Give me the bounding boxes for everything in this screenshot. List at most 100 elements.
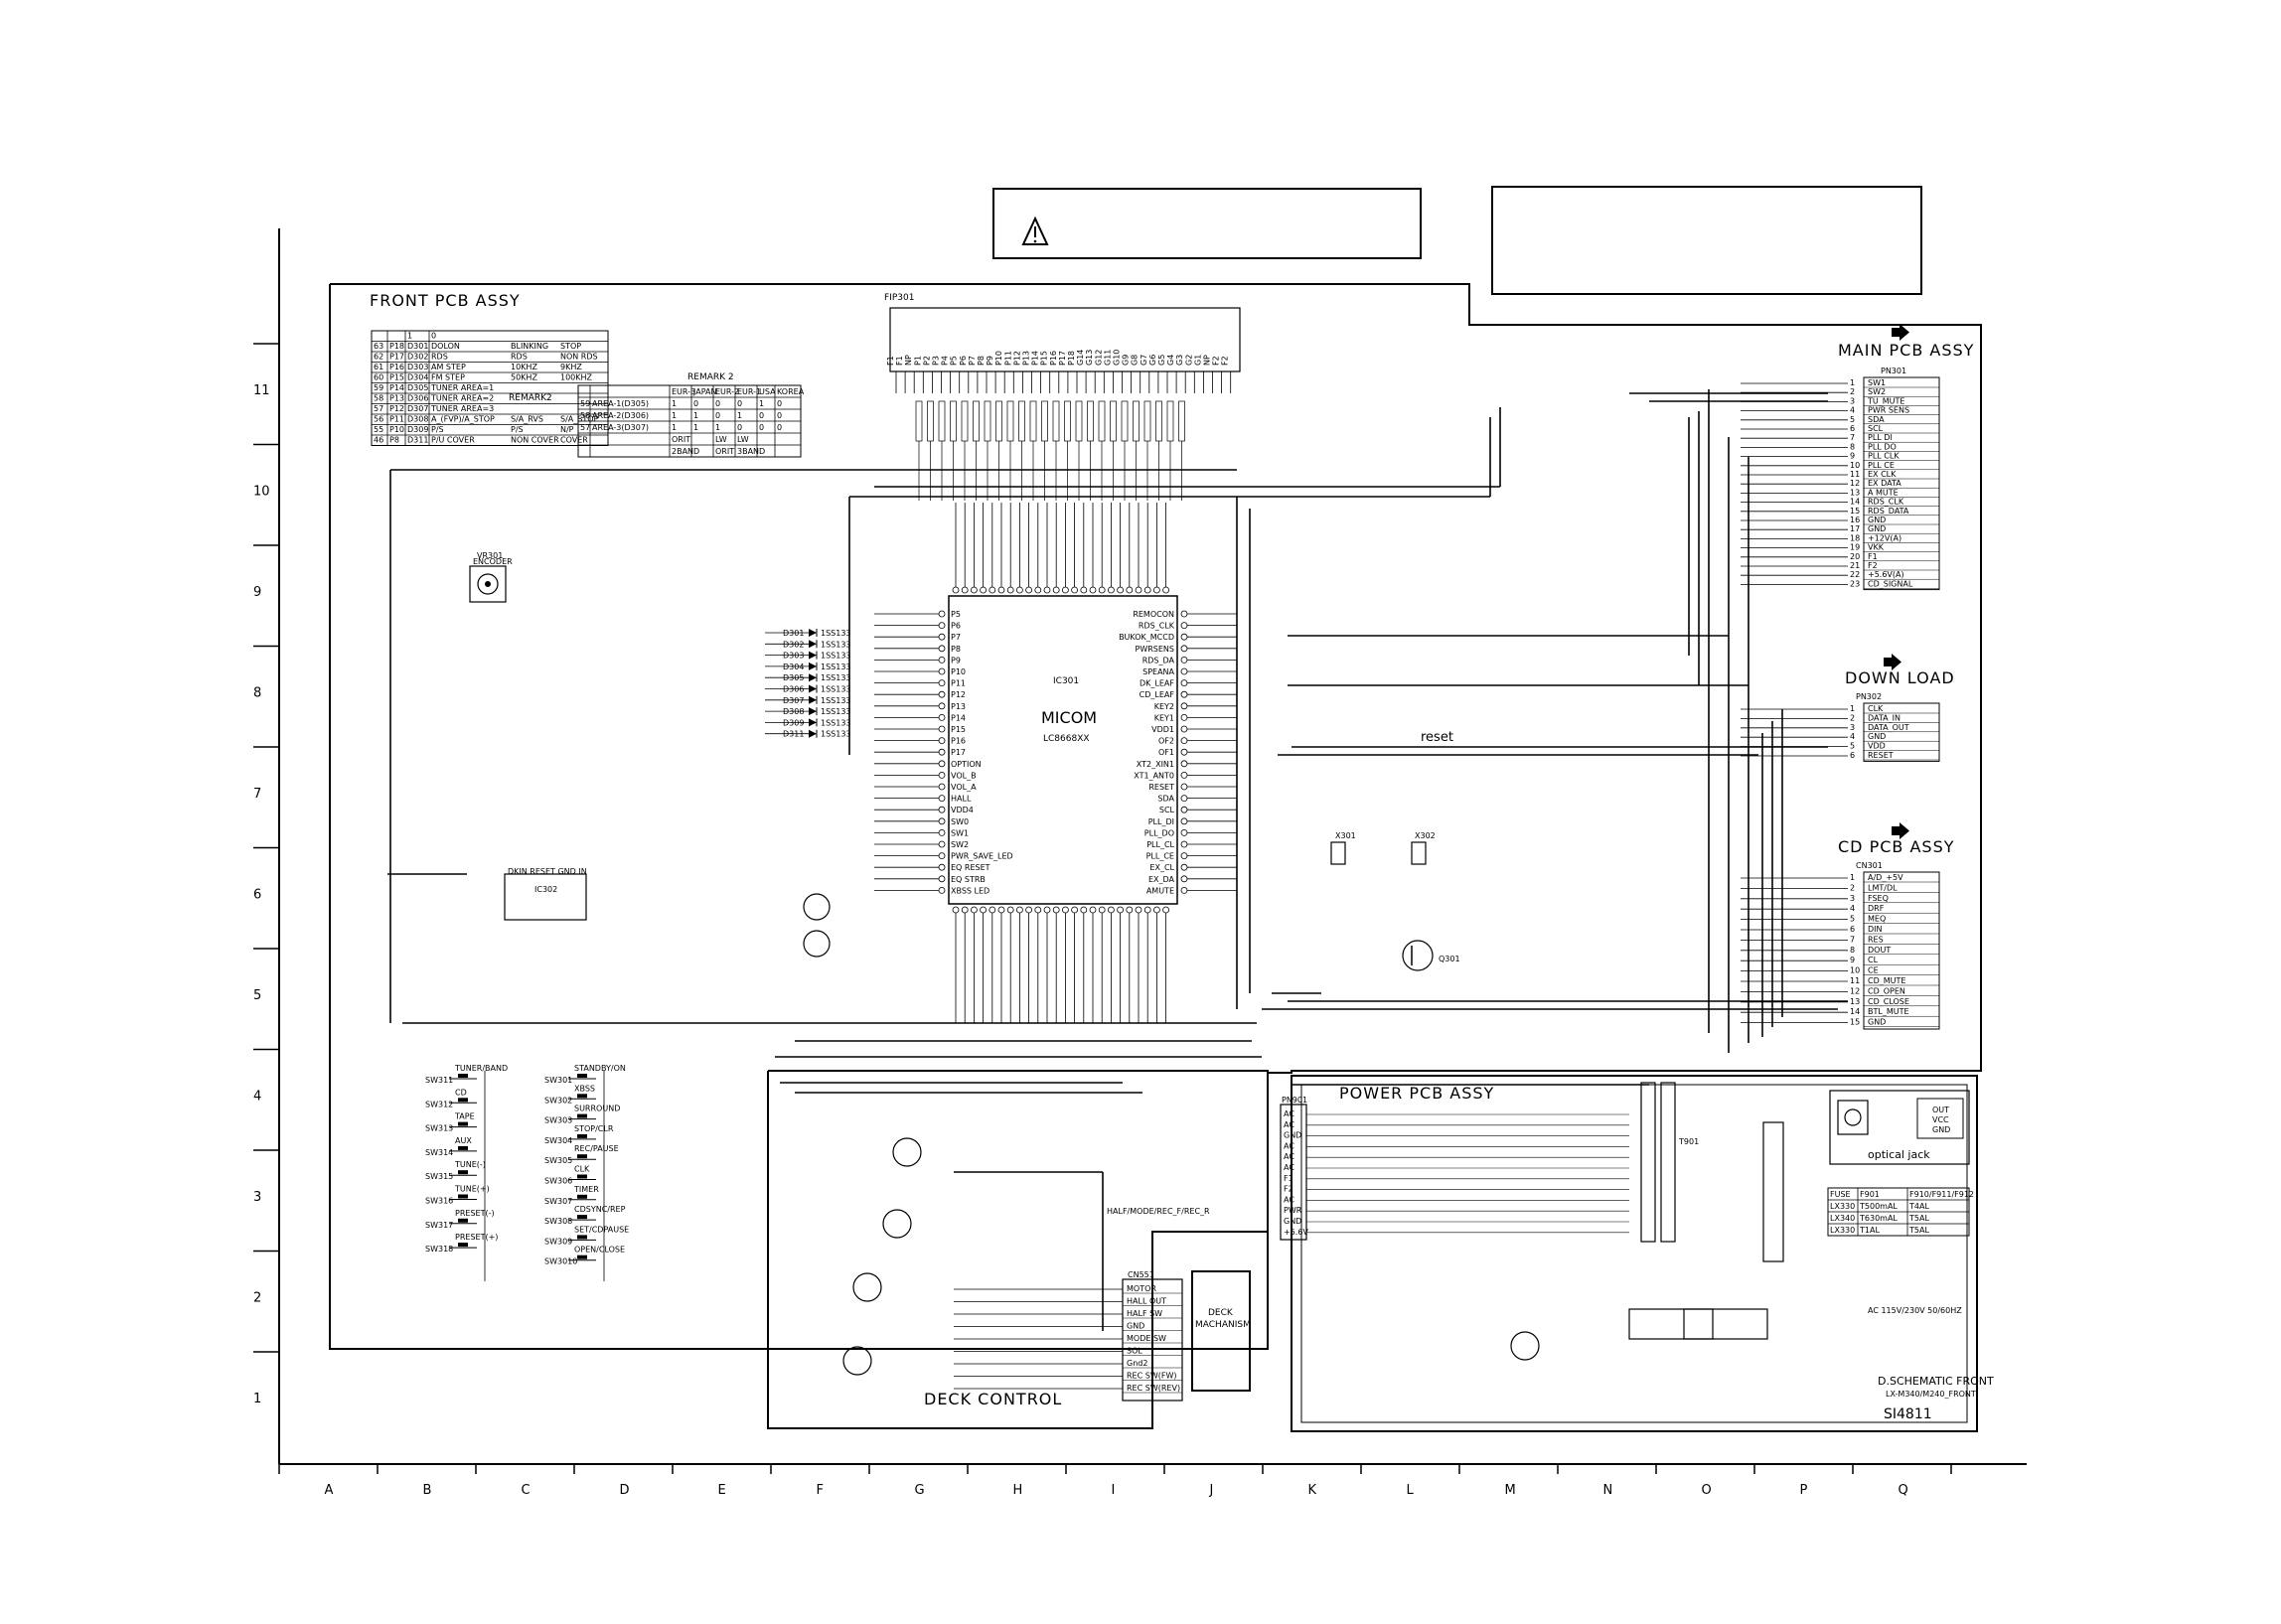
table-cell: ORIT xyxy=(715,447,734,456)
main-pcb-header: MAIN PCB ASSY xyxy=(1838,341,1974,360)
table-cell: LW xyxy=(737,435,749,444)
svg-text:PN302: PN302 xyxy=(1856,692,1882,701)
table-cell: 100KHZ xyxy=(560,373,593,382)
switch-ref: SW3010 xyxy=(544,1257,577,1266)
optical-pin: GND xyxy=(1932,1125,1950,1134)
pin-number: 20 xyxy=(1850,552,1860,561)
svg-text:VR301: VR301 xyxy=(477,551,503,560)
table-cell: ORIT xyxy=(672,435,690,444)
caution-triangle-icon xyxy=(1021,216,1049,245)
pin-signal: RDS_CLK xyxy=(1868,498,1904,507)
pin-signal: VKK xyxy=(1868,543,1885,552)
table-cell: LW xyxy=(715,435,727,444)
pin-signal: +12V(A) xyxy=(1868,533,1901,542)
fip-pin: P3 xyxy=(932,356,941,366)
fip-pin: G10 xyxy=(1113,350,1122,366)
svg-text:Q301: Q301 xyxy=(1439,955,1460,963)
table-cell: P15 xyxy=(389,373,404,382)
table-cell: N/P xyxy=(560,425,574,434)
deck-pin: MOTOR xyxy=(1127,1284,1156,1293)
ic301-part: LC8668XX xyxy=(1043,734,1090,744)
mcu-pin-left: XBSS LED xyxy=(951,886,989,895)
table-cell: 10KHZ xyxy=(511,363,537,371)
table-cell: D308 xyxy=(407,415,428,424)
table-cell: AREA-1(D305) xyxy=(592,399,649,408)
footer-subtitle: LX-M340/M240_FRONT xyxy=(1886,1390,1976,1399)
mcu-pin-left: SW0 xyxy=(951,817,969,826)
svg-text:PN901: PN901 xyxy=(1282,1096,1307,1105)
deck-mech-line1: DECK xyxy=(1208,1308,1234,1318)
ic301-micom: IC301 MICOM LC8668XX P5P6P7P8P9P10P11P12… xyxy=(874,503,1237,1023)
switch-ref: SW303 xyxy=(544,1116,572,1125)
pin-number: 11 xyxy=(1850,976,1860,985)
pin-number: 5 xyxy=(1850,915,1855,924)
pin-signal: EX CLK xyxy=(1868,470,1897,479)
fip-pin: P7 xyxy=(968,356,977,366)
power-pcb-block: POWER PCB ASSY PN901 ACACGNDACACACF1F2AC… xyxy=(1280,1075,1978,1432)
pin-number: 12 xyxy=(1850,986,1860,995)
pin-signal: CD_OPEN xyxy=(1868,986,1905,995)
switch-ref: SW305 xyxy=(544,1156,572,1165)
mcu-pin-left: P5 xyxy=(951,610,961,619)
mcu-pin-left: VDD4 xyxy=(951,806,974,814)
pin-signal: PLL DI xyxy=(1868,433,1893,442)
pin-signal: PLL CE xyxy=(1868,461,1895,470)
deck-pin: MODE SW xyxy=(1127,1334,1166,1343)
mcu-pin-left: SW2 xyxy=(951,840,969,849)
diode-part: 1SS133 xyxy=(821,696,851,705)
switch-label: REC/PAUSE xyxy=(574,1144,619,1153)
diode-ref: D304 xyxy=(783,663,804,671)
pin-number: 3 xyxy=(1850,396,1855,405)
ic302-reset: DKIN RESET GND IN IC302 xyxy=(504,867,587,921)
table-cell: D305 xyxy=(407,383,428,392)
table-cell: 56 xyxy=(374,415,383,424)
diode-ref: D302 xyxy=(783,640,804,649)
pin-number: 19 xyxy=(1850,543,1860,552)
pin-number: 15 xyxy=(1850,507,1860,516)
grid-row-1: 1 xyxy=(253,1392,261,1406)
mcu-pin-left: P8 xyxy=(951,645,961,654)
switch-label: SURROUND xyxy=(574,1105,620,1113)
deck-pin: HALF SW xyxy=(1127,1309,1162,1318)
pin-number: 14 xyxy=(1850,1007,1860,1016)
pin-number: 13 xyxy=(1850,488,1860,497)
mcu-pin-left: OPTION xyxy=(951,760,982,769)
mcu-pin-right: XT1_ANT0 xyxy=(1134,771,1174,780)
table-cell: COVER xyxy=(560,436,588,445)
pin-signal: SW2 xyxy=(1868,387,1886,396)
switch-column-left: TUNER/BANDSW311CDSW312TAPESW313AUXSW314T… xyxy=(425,1064,508,1281)
switch-label: PRESET(-) xyxy=(455,1209,495,1218)
pin-signal: GND xyxy=(1868,732,1886,741)
table-cell: D311 xyxy=(407,436,428,445)
fip-pin: F1 xyxy=(895,356,904,366)
switch-ref: SW301 xyxy=(544,1076,572,1085)
mcu-pin-right: KEY2 xyxy=(1154,702,1174,711)
pin-signal: F1 xyxy=(1868,552,1878,561)
grid-row-7: 7 xyxy=(253,787,261,802)
mcu-pin-right: PLL_DO xyxy=(1144,828,1174,837)
switch-ref: SW309 xyxy=(544,1237,572,1246)
table-cell: 0 xyxy=(715,411,720,420)
switch-ref: SW313 xyxy=(425,1124,453,1133)
table-cell: 62 xyxy=(374,353,383,362)
pin-number: 12 xyxy=(1850,479,1860,488)
fip-pin: P17 xyxy=(1058,351,1067,366)
table-cell: RDS xyxy=(511,353,528,362)
pin-number: 4 xyxy=(1850,732,1855,741)
table-cell: 1 xyxy=(672,399,677,408)
pin-number: 11 xyxy=(1850,470,1860,479)
mcu-pin-right: EX_DA xyxy=(1148,875,1175,884)
table-cell: 58 xyxy=(374,394,383,403)
table-cell: 1 xyxy=(693,411,698,420)
fip-pin: G6 xyxy=(1148,355,1157,366)
pin-number: 6 xyxy=(1850,925,1855,934)
table-cell: P13 xyxy=(389,394,404,403)
power-pin: F1 xyxy=(1284,1174,1293,1183)
fip-pin: P9 xyxy=(986,356,994,366)
fip-pin: G13 xyxy=(1085,350,1094,366)
grid-col-J: J xyxy=(1209,1483,1214,1498)
table-cell: 0 xyxy=(737,399,742,408)
switch-label: CDSYNC/REP xyxy=(574,1205,626,1214)
